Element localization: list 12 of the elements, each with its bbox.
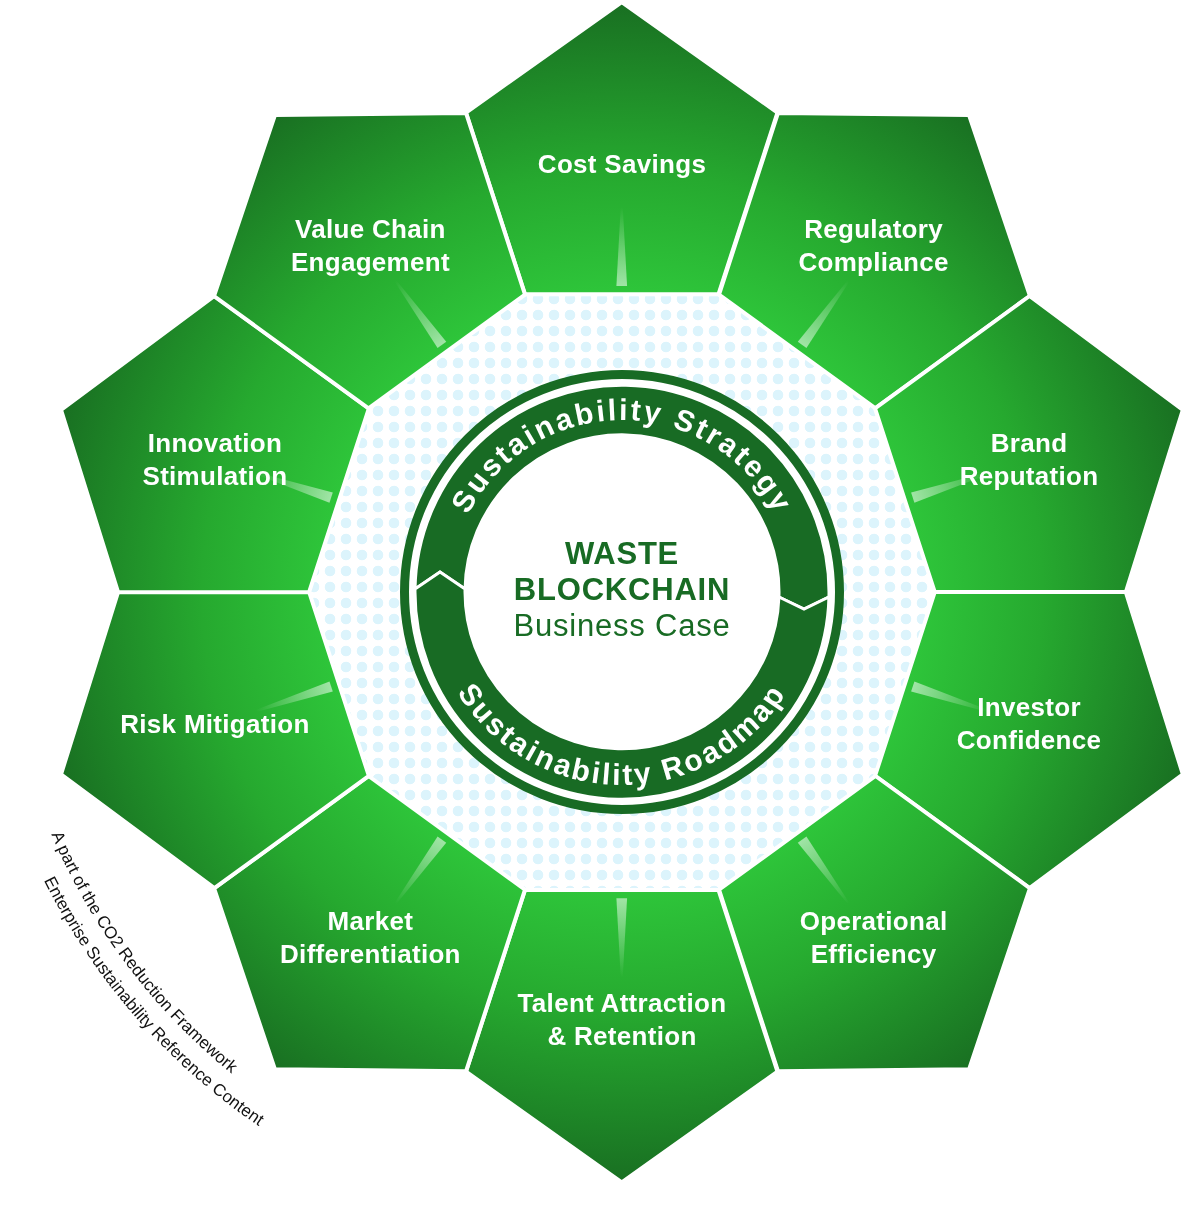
segment-label: Investor Confidence [955, 691, 1103, 758]
center-title: WASTE BLOCKCHAIN [512, 536, 732, 608]
segment-label: Innovation Stimulation [141, 426, 289, 493]
center-subtitle: Business Case [513, 608, 731, 644]
segment-label: Operational Efficiency [798, 905, 949, 972]
segment-label: Brand Reputation [958, 426, 1100, 493]
segment-label: Value Chain Engagement [289, 212, 451, 279]
segment-label: Talent Attraction & Retention [516, 987, 728, 1053]
segment-label: Risk Mitigation [120, 707, 310, 741]
segment-label: Market Differentiation [279, 905, 462, 972]
segment-label: Regulatory Compliance [797, 212, 950, 279]
segment-label: Cost Savings [537, 147, 707, 181]
